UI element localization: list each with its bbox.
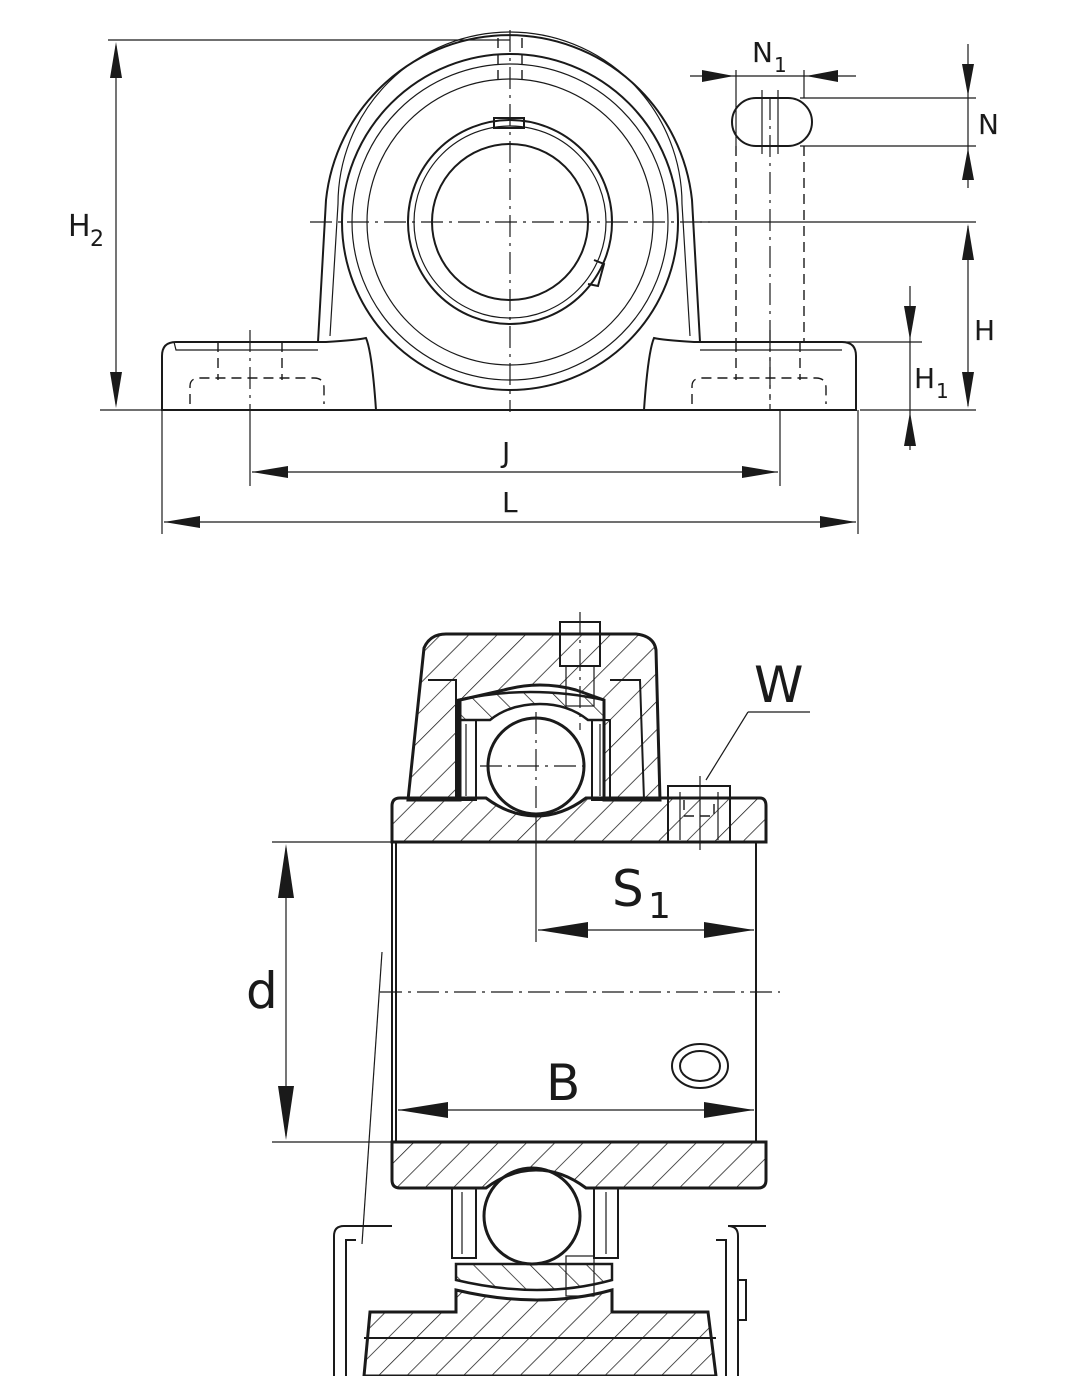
section-view: W d S 1 B xyxy=(246,612,810,1376)
h2-label: H xyxy=(68,209,91,244)
n1-subscript: 1 xyxy=(774,53,787,77)
h1-subscript: 1 xyxy=(936,379,949,403)
front-view: H 2 N 1 N H H 1 J xyxy=(68,30,999,534)
d-label: d xyxy=(246,962,278,1020)
s1-label: S xyxy=(612,860,644,918)
s1-subscript: 1 xyxy=(648,886,671,927)
h-label: H xyxy=(974,314,995,347)
l-label: L xyxy=(502,486,518,519)
h1-label: H xyxy=(914,362,935,395)
h2-subscript: 2 xyxy=(90,227,104,252)
b-label: B xyxy=(546,1054,580,1112)
w-label: W xyxy=(754,656,803,714)
j-label: J xyxy=(500,436,510,469)
n1-label: N xyxy=(752,36,773,69)
n-label: N xyxy=(978,108,999,141)
